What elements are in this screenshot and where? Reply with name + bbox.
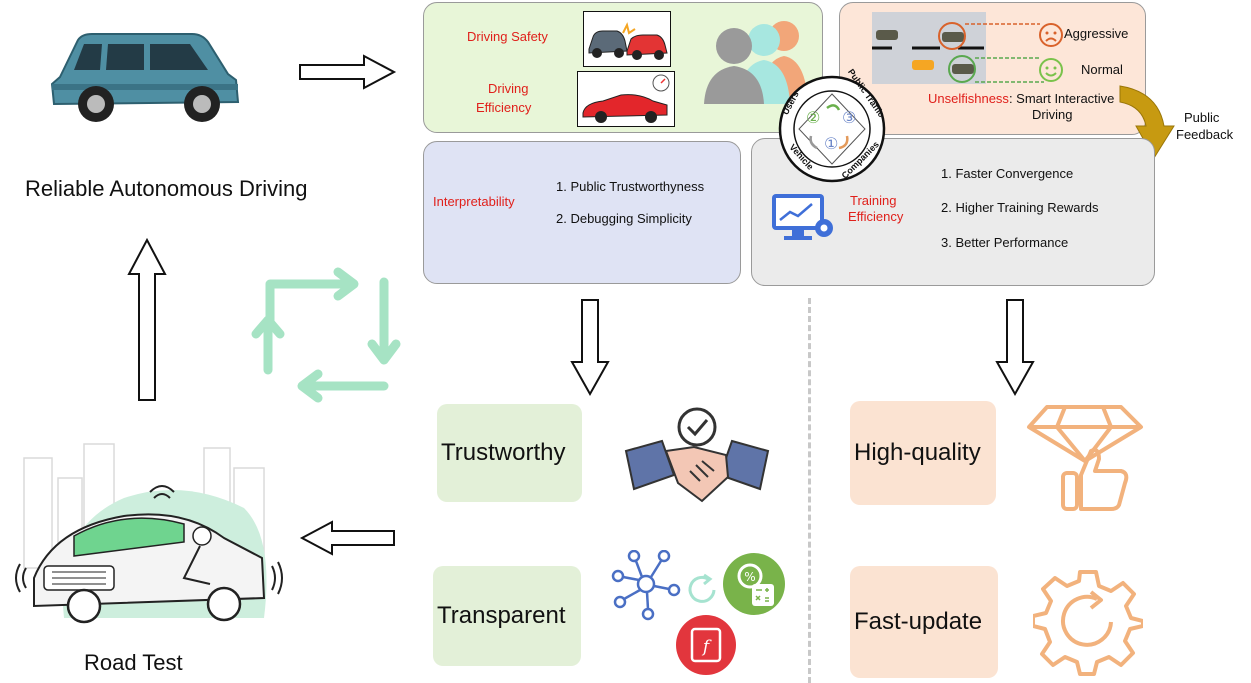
suv-illustration [40, 22, 250, 132]
angry-face-icon [1038, 22, 1064, 48]
cycle-arrows-icon [250, 262, 410, 412]
aggressive-label: Aggressive [1064, 26, 1129, 41]
unselfishness-rest: : Smart Interactive [1008, 91, 1115, 106]
road-test-illustration [14, 438, 284, 628]
car-crash-image [583, 11, 671, 67]
emblem-number-1: ① [824, 136, 839, 153]
svg-text:f: f [701, 637, 712, 657]
emblem-number-2: ② [806, 110, 821, 127]
happy-face-icon [1038, 57, 1064, 83]
column-divider [808, 298, 811, 683]
training-item-3: 3. Better Performance [941, 235, 1069, 250]
driving-safety-label: Driving Safety [467, 29, 548, 44]
unselfishness-title: Unselfishness: Smart Interactive [928, 91, 1114, 106]
function-formula-icon: f [675, 614, 737, 676]
interpretability-label: Interpretability [433, 194, 515, 209]
arrow-down-right-icon [995, 298, 1035, 398]
unselfishness-word: Unselfishness [928, 91, 1009, 106]
fast-update-box: Fast-update [850, 566, 998, 678]
reliable-autonomous-driving-caption: Reliable Autonomous Driving [25, 176, 308, 201]
interpretability-item-1: 1. Public Trustworthyness [556, 179, 705, 194]
normal-label: Normal [1081, 62, 1123, 77]
road-test-caption: Road Test [84, 650, 183, 675]
trustworthy-box: Trustworthy [437, 404, 582, 502]
arrow-left-icon [298, 520, 398, 556]
training-label-2: Efficiency [848, 209, 904, 224]
traffic-scene-diagram [872, 12, 1047, 84]
training-item-1: 1. Faster Convergence [941, 166, 1074, 181]
public-feedback-line1: Public [1184, 110, 1220, 125]
people-icon [700, 14, 810, 104]
arrow-right-icon [298, 54, 398, 90]
high-quality-box: High-quality [850, 401, 996, 505]
refresh-circle-icon [684, 572, 720, 608]
training-item-2: 2. Higher Training Rewards [941, 200, 1099, 215]
sports-car-image [577, 71, 675, 127]
interpretability-item-2: 2. Debugging Simplicity [556, 211, 692, 226]
network-nodes-icon [608, 550, 688, 622]
unselfishness-title-line2: Driving [1032, 107, 1073, 122]
driving-efficiency-label-1: Driving [488, 81, 529, 96]
arrow-up-icon [127, 238, 167, 402]
diamond-thumbs-up-icon [1025, 401, 1145, 513]
handshake-icon [622, 405, 772, 505]
public-feedback-line2: Feedback [1176, 127, 1234, 142]
calculator-percent-icon: % [722, 552, 786, 616]
driving-efficiency-label-2: Efficiency [476, 100, 532, 115]
emblem-number-3: ③ [842, 110, 857, 127]
transparent-box: Transparent [433, 566, 581, 666]
arrow-down-left-icon [570, 298, 610, 398]
monitor-chart-icon [770, 192, 836, 244]
gear-refresh-icon [1033, 566, 1143, 676]
svg-text:%: % [744, 570, 755, 584]
interpretability-panel [423, 141, 741, 284]
training-label-1: Training [850, 193, 897, 208]
stakeholder-emblem [777, 74, 887, 184]
